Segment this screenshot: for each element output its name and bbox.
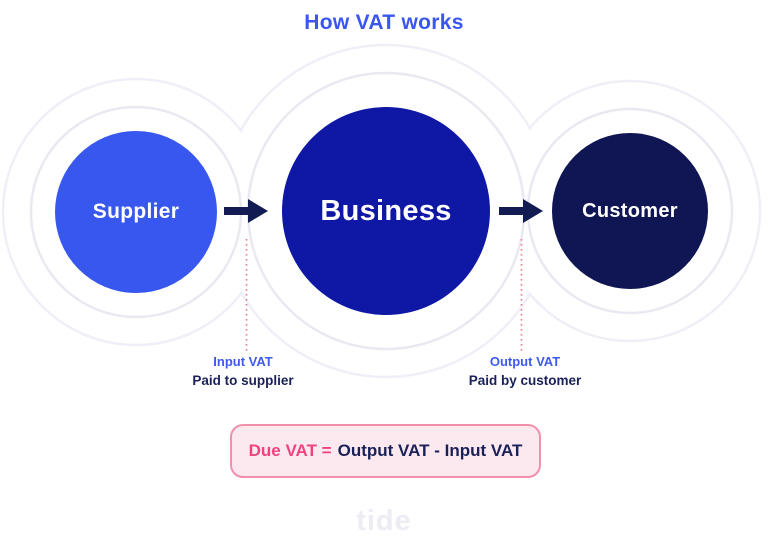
business-label: Business bbox=[320, 194, 452, 227]
input-vat-annotation: Input VAT Paid to supplier bbox=[143, 352, 343, 390]
customer-label: Customer bbox=[582, 199, 678, 222]
tide-logo: tide bbox=[356, 505, 412, 537]
business-circle bbox=[282, 107, 490, 315]
supplier-to-business-arrow-icon bbox=[224, 199, 268, 223]
output-vat-sublabel: Paid by customer bbox=[468, 373, 582, 388]
formula-lhs: Due VAT = bbox=[248, 441, 332, 460]
input-vat-label: Input VAT bbox=[213, 354, 273, 369]
business-to-customer-arrow-icon bbox=[499, 199, 543, 223]
input-vat-sublabel: Paid to supplier bbox=[192, 373, 294, 388]
supplier-label: Supplier bbox=[92, 200, 180, 223]
formula-rhs: Output VAT - Input VAT bbox=[337, 441, 523, 460]
supplier-circle bbox=[55, 131, 217, 293]
page-title: How VAT works bbox=[304, 11, 464, 34]
output-vat-label: Output VAT bbox=[489, 354, 561, 369]
customer-circle bbox=[552, 133, 708, 289]
due-vat-formula-box: Due VAT = Output VAT - Input VAT bbox=[230, 424, 541, 478]
output-vat-annotation: Output VAT Paid by customer bbox=[425, 352, 625, 390]
